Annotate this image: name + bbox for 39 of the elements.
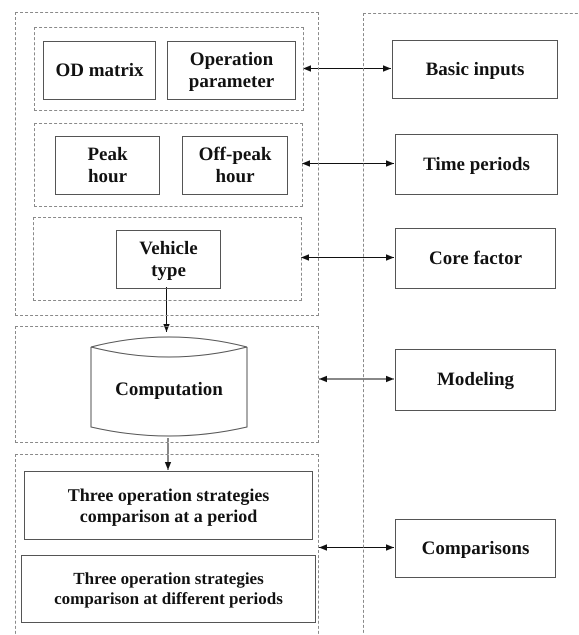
process-box xyxy=(21,555,316,623)
process-box xyxy=(395,519,556,578)
node-label: Off-peak hour xyxy=(198,144,272,188)
dashed-group-frame xyxy=(34,27,304,111)
node-label: Three operation strategies comparison at different periods xyxy=(53,569,284,609)
process-box xyxy=(395,349,556,411)
process-box xyxy=(182,136,288,195)
dashed-group-frame xyxy=(15,454,319,635)
process-box xyxy=(55,136,160,195)
dashed-panel xyxy=(363,13,579,635)
node-label: Basic inputs xyxy=(424,58,526,80)
process-box xyxy=(167,41,296,100)
process-box xyxy=(43,41,156,100)
node-label: Three operation strategies comparison at a period xyxy=(66,484,270,526)
node-label: Comparisons xyxy=(420,538,530,560)
node-label: Core factor xyxy=(428,248,523,270)
process-box xyxy=(392,40,558,99)
node-label: Operation parameter xyxy=(188,48,276,92)
connector-arrow xyxy=(163,286,170,332)
process-box xyxy=(395,134,558,195)
connector-arrow xyxy=(318,544,394,551)
process-box xyxy=(395,228,556,289)
connector-arrow xyxy=(300,254,394,261)
connector-arrow xyxy=(164,438,172,470)
dashed-group-frame xyxy=(15,12,319,316)
connector-arrow xyxy=(302,65,392,72)
dashed-group-frame xyxy=(15,326,319,443)
process-box xyxy=(116,230,221,289)
node-label: Time periods xyxy=(422,154,531,176)
node-label: Peak hour xyxy=(86,144,129,188)
node-label: Vehicle type xyxy=(138,238,199,282)
dashed-group-frame xyxy=(34,123,303,207)
dashed-group-frame xyxy=(33,217,302,301)
node-label: Computation xyxy=(114,379,224,401)
connector-arrow xyxy=(302,160,394,167)
connector-arrow xyxy=(318,376,394,382)
node-label: Modeling xyxy=(436,369,516,391)
node-label: OD matrix xyxy=(54,60,145,82)
process-box xyxy=(24,471,313,540)
